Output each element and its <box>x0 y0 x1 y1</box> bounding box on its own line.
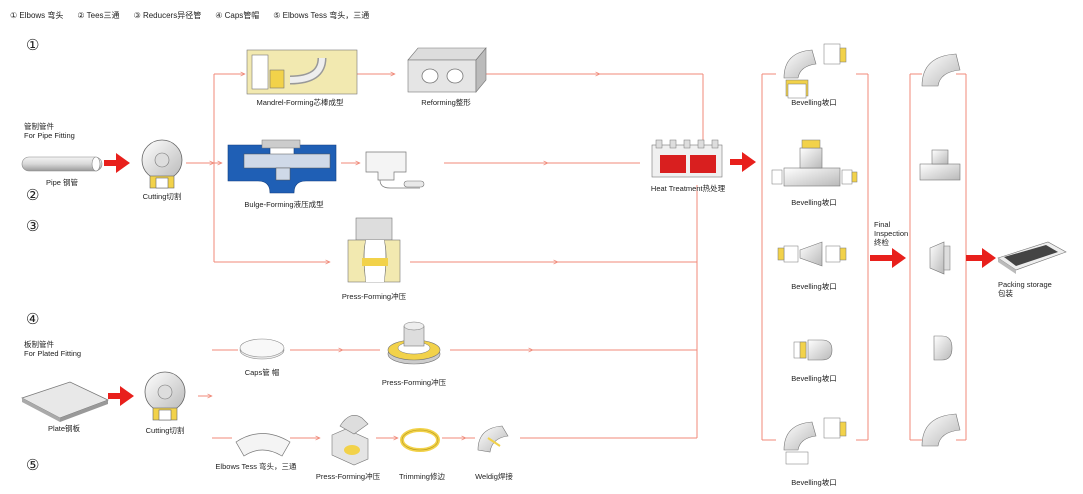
press-forming-icon-4 <box>387 321 441 365</box>
press-forming-icon-3 <box>347 217 401 283</box>
heat-label: Heat Treatment热处理 <box>650 184 726 193</box>
trimming-label: Trimming修边 <box>399 472 445 481</box>
packing-line1: Packing storage <box>998 280 1052 289</box>
step-5-marker: ⑤ <box>26 457 40 474</box>
legend-item-caps: ④ Caps管帽 <box>215 11 260 20</box>
bevel-elbow-icon-2 <box>783 417 847 465</box>
press3-label: Press-Forming冲压 <box>341 292 407 301</box>
welding-label: Weldig焊接 <box>475 472 513 481</box>
pipe-branch-title-en: For Pipe Fitting <box>24 131 75 140</box>
final-tee-icon <box>919 149 961 181</box>
press4-label: Press-Forming冲压 <box>381 378 447 387</box>
bevelling-label-2: Bevelling坡口 <box>791 198 837 207</box>
arrow-plate-to-cut <box>108 386 134 406</box>
bevel-reducer-icon <box>777 241 847 267</box>
plate-flow-lines <box>198 262 698 438</box>
welding-icon <box>477 425 509 453</box>
packing-line2: 包装 <box>998 289 1013 298</box>
bevelling-label-4: Bevelling坡口 <box>791 374 837 383</box>
big-arrows <box>104 152 996 406</box>
step-1-marker: ① <box>26 37 40 54</box>
arrow-to-inspection <box>870 248 906 268</box>
inspection-line3: 终检 <box>874 238 889 247</box>
pipe-flow-lines <box>186 74 704 262</box>
heat-treatment-icon <box>651 139 723 178</box>
press5-label: Press-Forming冲压 <box>315 472 381 481</box>
plate-icon <box>21 381 109 422</box>
bevel-cap-icon <box>793 339 833 361</box>
pipe-branch-title-cn: 管制管件 <box>24 122 54 131</box>
pipe-label: Pipe 钢管 <box>45 178 79 187</box>
bevel-tee-icon <box>771 139 858 187</box>
cutting-label-1: Cutting切割 <box>142 192 182 201</box>
bevelling-bracket <box>761 73 869 441</box>
legend-item-elbows-tess: ⑤ Elbows Tess 弯头，三通 <box>273 11 370 20</box>
elbows-tess-label: Elbows Tess 弯头，三通 <box>215 462 297 471</box>
caps-label: Caps管 帽 <box>244 368 280 377</box>
bevelling-label-3: Bevelling坡口 <box>791 282 837 291</box>
bulge-label: Bulge-Forming液压成型 <box>244 200 324 209</box>
bevel-elbow-icon-1 <box>783 43 847 99</box>
inspection-line2: Inspection <box>874 229 909 238</box>
caps-disc-icon <box>239 338 285 360</box>
cutting-machine-icon-2 <box>144 371 186 421</box>
final-elbow-icon-1 <box>921 53 961 87</box>
bevelling-label-5: Bevelling坡口 <box>791 478 837 487</box>
cutting-label-2: Cutting切割 <box>145 426 185 435</box>
plate-branch-title-cn: 板制管件 <box>24 340 54 349</box>
packing-icon <box>997 241 1067 274</box>
step-2-marker: ② <box>26 187 40 204</box>
reforming-icon <box>407 47 487 93</box>
final-elbow-icon-2 <box>921 413 961 447</box>
inspection-line1: Final <box>874 220 891 229</box>
press-forming-icon-5 <box>331 415 369 466</box>
arrow-heat-to-bevel <box>730 152 756 172</box>
final-reducer-icon <box>929 241 951 275</box>
step-3-marker: ③ <box>26 218 40 235</box>
reforming-label: Reforming整形 <box>421 98 471 107</box>
legend-item-reducers: ③ Reducers异径管 <box>133 11 202 20</box>
tee-blank-icon <box>365 151 425 189</box>
step-4-marker: ④ <box>26 311 40 328</box>
plate-label: Plate钢板 <box>47 424 81 433</box>
arrow-pipe-to-cut <box>104 153 130 173</box>
legend-item-elbows: ① Elbows 弯头 <box>10 11 64 20</box>
trimming-icon <box>400 428 440 452</box>
pipe-icon <box>21 156 103 172</box>
elbow-blank-icon <box>235 433 291 457</box>
plate-branch-title-en: For Plated Fitting <box>24 349 82 358</box>
bevelling-label-1: Bevelling坡口 <box>791 98 837 107</box>
arrow-to-packing <box>966 248 996 268</box>
cutting-machine-icon-1 <box>141 139 183 189</box>
legend: ① Elbows 弯头 ② Tees三通 ③ Reducers异径管 ④ Cap… <box>10 10 369 21</box>
bulge-forming-icon <box>227 139 337 194</box>
legend-item-tees: ② Tees三通 <box>77 11 120 20</box>
final-cap-icon <box>933 335 953 361</box>
mandrel-label: Mandrel-Forming芯棒成型 <box>256 98 344 107</box>
mandrel-forming-icon <box>246 49 358 95</box>
